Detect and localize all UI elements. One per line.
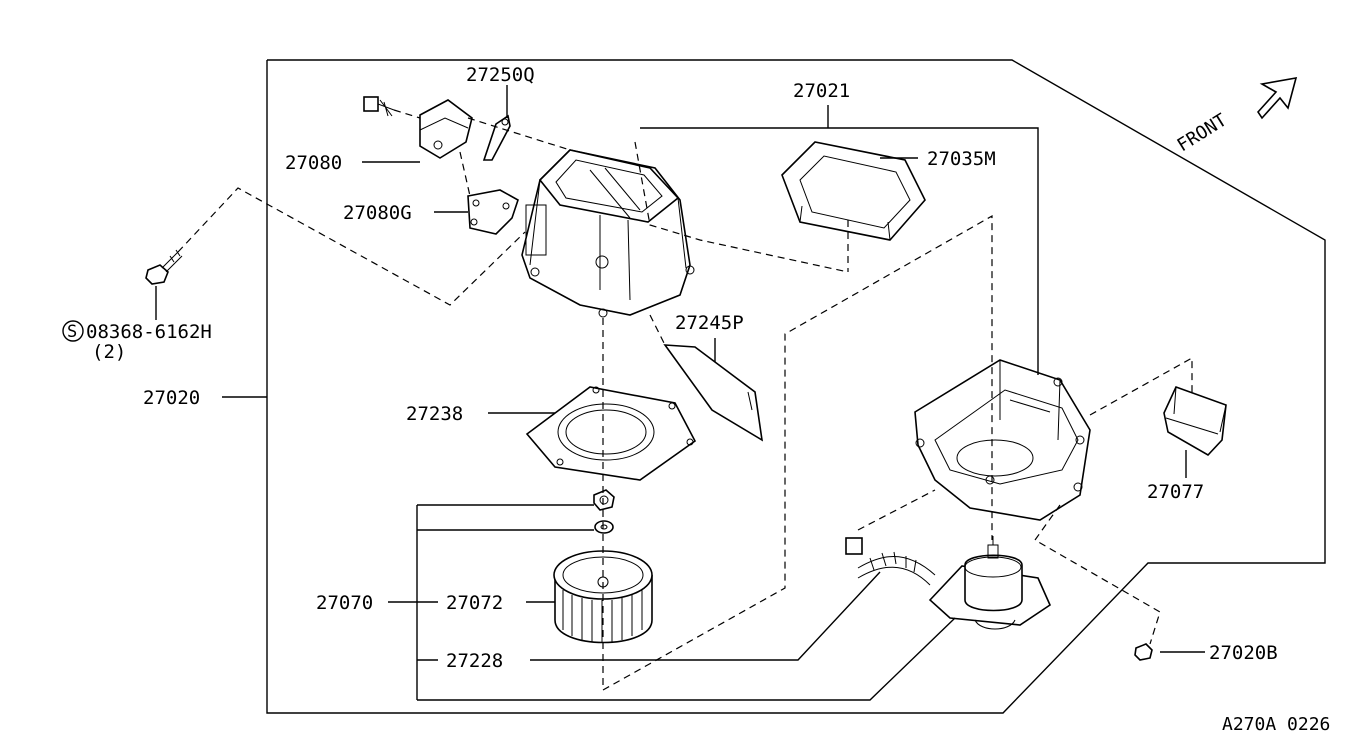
seal-plate — [663, 344, 764, 442]
standard-part-s-icon — [62, 320, 84, 342]
label-quantity: (2) — [92, 341, 126, 363]
label-27077: 27077 — [1147, 481, 1204, 503]
leader-lines — [155, 85, 1205, 701]
label-27228: 27228 — [446, 650, 503, 672]
intake-housing — [521, 149, 695, 318]
air-filter — [781, 141, 926, 241]
label-front: FRONT — [1174, 110, 1231, 157]
label-27245p: 27245P — [675, 312, 744, 334]
mounting-bolt-27020b — [1134, 643, 1153, 661]
blower-motor — [928, 536, 1052, 630]
link-lever — [482, 114, 511, 161]
label-27072: 27072 — [446, 592, 503, 614]
label-27070: 27070 — [316, 592, 373, 614]
label-27250q: 27250Q — [466, 64, 535, 86]
bolt-08368 — [145, 249, 183, 285]
actuator-motor — [363, 96, 473, 159]
label-27080: 27080 — [285, 152, 342, 174]
fan-washer — [594, 520, 614, 534]
front-arrow-icon — [1256, 76, 1298, 120]
motor-harness — [845, 537, 936, 586]
figure-code: A270A 0226 — [1222, 714, 1330, 735]
label-s-mark: S — [67, 322, 77, 342]
resistor — [1163, 385, 1227, 457]
label-27035m: 27035M — [927, 148, 996, 170]
label-27020b: 27020B — [1209, 642, 1278, 664]
blower-case — [914, 359, 1091, 521]
actuator-bracket — [467, 189, 519, 235]
fan-nut — [593, 489, 615, 511]
label-27238: 27238 — [406, 403, 463, 425]
label-27021: 27021 — [793, 80, 850, 102]
label-08368-6162h: 08368-6162H — [86, 321, 212, 343]
assembly-boundary — [266, 59, 1326, 714]
label-27080g: 27080G — [343, 202, 412, 224]
label-27020: 27020 — [143, 387, 200, 409]
dashed-assembly-lines — [177, 109, 1193, 691]
gasket-27238 — [525, 386, 697, 481]
